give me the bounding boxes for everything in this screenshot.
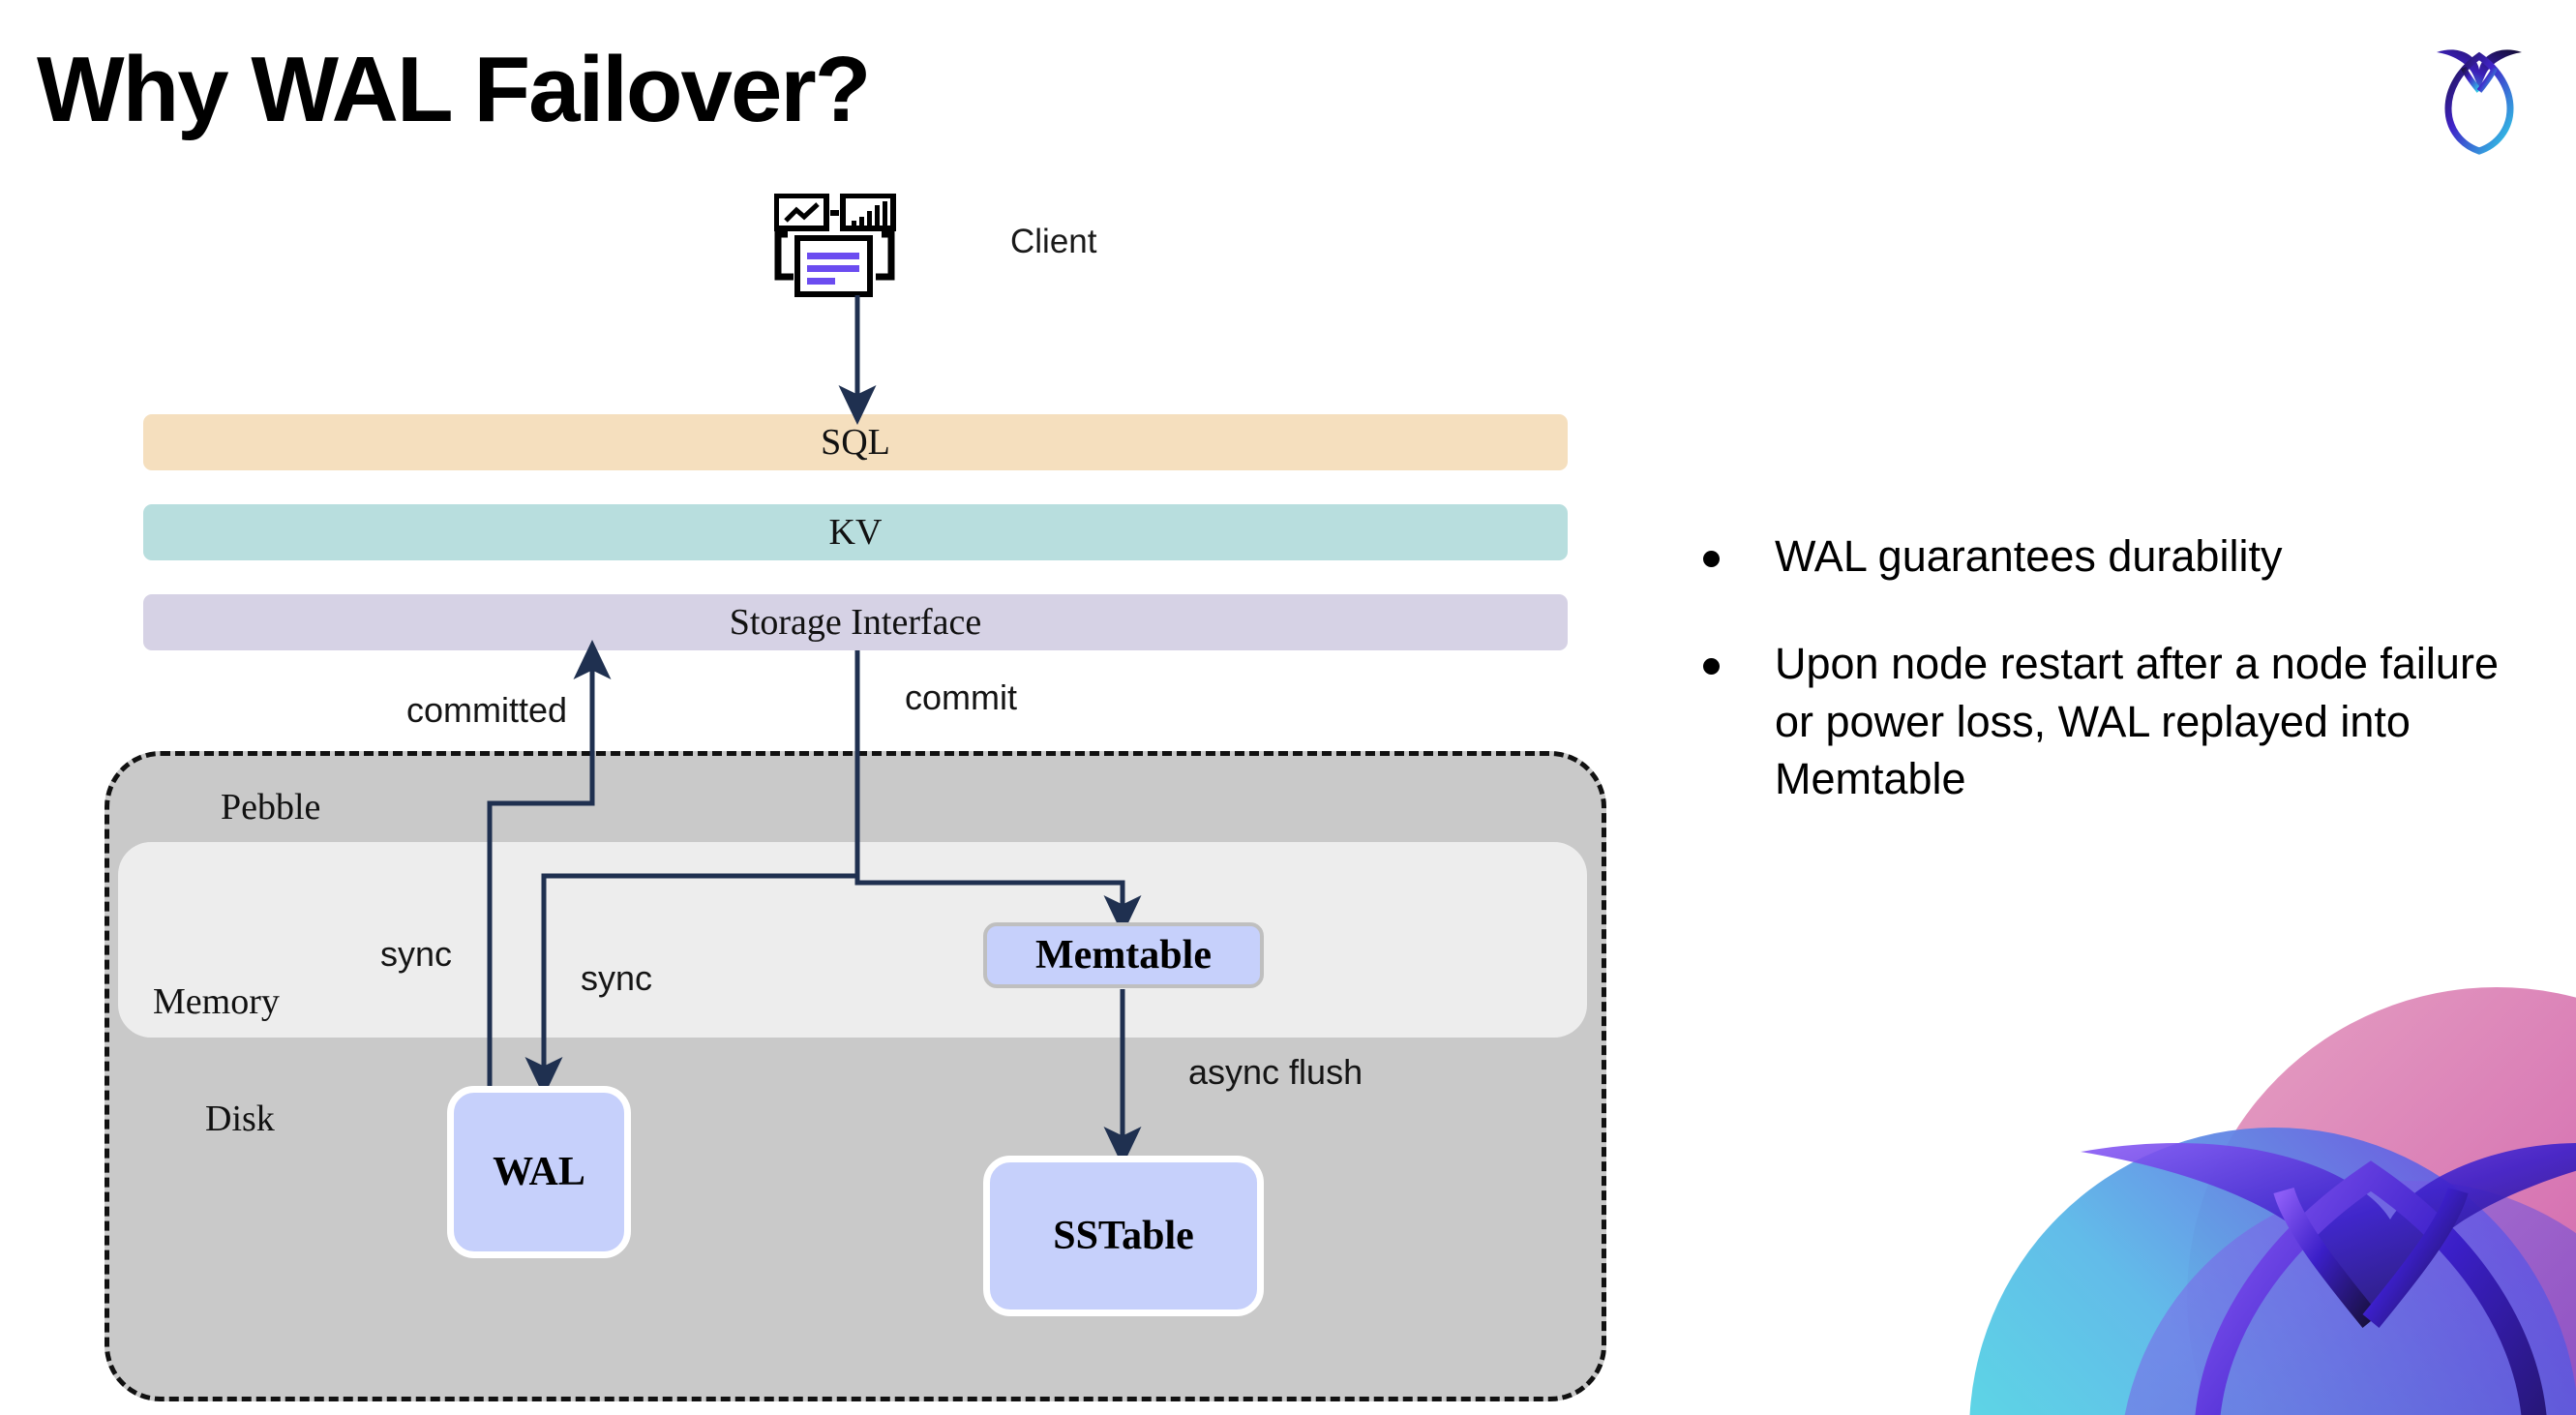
- node-memtable[interactable]: Memtable: [983, 922, 1264, 988]
- memory-region: [118, 842, 1587, 1038]
- layer-label-kv: KV: [828, 512, 883, 553]
- edge-label-sync-b: sync: [581, 958, 653, 998]
- pebble-label: Pebble: [221, 787, 321, 828]
- edge-label-committed: committed: [406, 690, 568, 730]
- disk-label: Disk: [205, 1099, 275, 1139]
- list-item: Upon node restart after a node failure o…: [1703, 635, 2516, 807]
- node-label-wal: WAL: [493, 1150, 585, 1194]
- bullet-list: WAL guarantees durability Upon node rest…: [1703, 527, 2516, 858]
- client-dashboard-icon: [774, 194, 896, 297]
- edge-label-sync-a: sync: [380, 934, 453, 974]
- bullet-dot-icon: [1703, 658, 1720, 676]
- layer-label-sql: SQL: [821, 422, 890, 463]
- edge-label-async-flush: async flush: [1188, 1052, 1363, 1092]
- layer-label-storage: Storage Interface: [729, 602, 982, 643]
- layer-bar-storage: Storage Interface: [143, 594, 1568, 650]
- node-label-sstable: SSTable: [1053, 1214, 1194, 1258]
- client-label: Client: [1010, 223, 1097, 260]
- node-label-memtable: Memtable: [1035, 933, 1212, 978]
- list-item: WAL guarantees durability: [1703, 527, 2516, 585]
- node-sstable[interactable]: SSTable: [983, 1156, 1264, 1316]
- page-title: Why WAL Failover?: [37, 38, 871, 141]
- node-wal[interactable]: WAL: [447, 1086, 631, 1258]
- layer-bar-kv: KV: [143, 504, 1568, 560]
- cockroach-labs-logo-icon: [2437, 49, 2522, 155]
- edge-label-commit: commit: [905, 677, 1017, 717]
- layer-bar-sql: SQL: [143, 414, 1568, 470]
- bullet-dot-icon: [1703, 551, 1720, 567]
- memory-label: Memory: [153, 981, 280, 1022]
- bullet-text: WAL guarantees durability: [1775, 531, 2283, 581]
- bullet-text: Upon node restart after a node failure o…: [1775, 639, 2499, 804]
- gradient-circles-decoration: [1969, 987, 2576, 1415]
